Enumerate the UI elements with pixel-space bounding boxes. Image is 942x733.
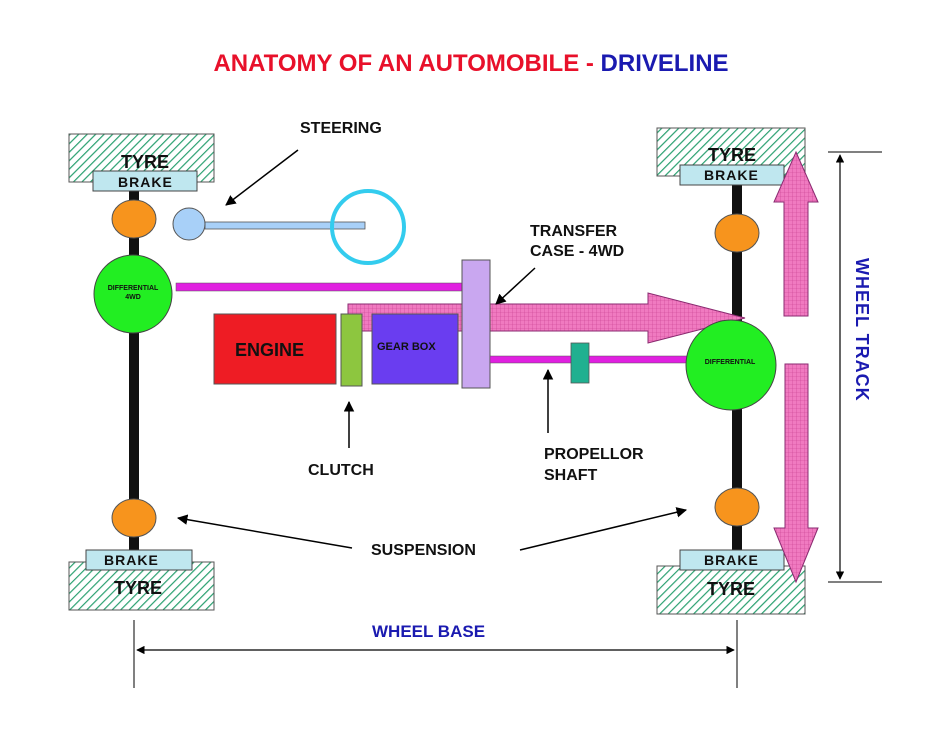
brake-rear-left xyxy=(85,549,193,571)
suspension-front-left xyxy=(111,199,157,239)
page-title: ANATOMY OF AN AUTOMOBILE - DRIVELINE xyxy=(0,52,942,76)
tyre-rear-left-label: TYRE xyxy=(114,578,163,598)
suspension-label: SUSPENSION xyxy=(371,542,476,559)
brake-front-right xyxy=(679,164,785,186)
differential-front-4wd xyxy=(93,254,173,334)
wheel-base-label: WHEEL BASE xyxy=(372,622,486,641)
tyre-front-left-label: TYRE xyxy=(121,152,170,172)
suspension-rear-left xyxy=(111,498,157,538)
steering-wheel xyxy=(330,189,406,265)
wheel-track-arrow-down xyxy=(773,363,819,584)
brake-front-left-label: BRAKE xyxy=(118,174,173,190)
engine-block xyxy=(213,313,337,385)
suspension-front-right xyxy=(714,213,760,253)
brake-rear-right-label: BRAKE xyxy=(704,552,759,568)
gear-box-label: GEAR BOX xyxy=(377,341,436,353)
propeller-joint xyxy=(570,342,590,384)
suspension-leader-arrow-right xyxy=(519,507,688,551)
transfer-leader-arrow xyxy=(495,267,536,305)
clutch-block xyxy=(340,313,363,387)
brake-rear-left-label: BRAKE xyxy=(104,552,159,568)
differential-front-label-line1: DIFFERENTIAL xyxy=(107,285,159,292)
title-part-blue: DRIVELINE xyxy=(600,50,729,77)
suspension-rear-right xyxy=(714,487,760,527)
left-axle xyxy=(129,178,139,566)
wheel-track-label: WHEEL TRACK xyxy=(852,258,872,402)
propellor-label-line1: PROPELLOR xyxy=(544,446,644,463)
transfer-label-line2: CASE - 4WD xyxy=(530,243,625,260)
brake-front-left xyxy=(92,170,198,192)
suspension-leader-arrow-left xyxy=(176,514,353,549)
brake-front-right-label: BRAKE xyxy=(704,167,759,183)
wheel-track-arrow-up xyxy=(773,150,819,317)
clutch-label: CLUTCH xyxy=(308,462,374,479)
transfer-case xyxy=(461,259,491,389)
brake-rear-right xyxy=(679,549,785,571)
steering-rod xyxy=(204,221,366,230)
steering-label: STEERING xyxy=(300,120,382,137)
propeller-shaft xyxy=(489,355,721,364)
gear-box-block xyxy=(371,313,459,385)
transfer-label-line1: TRANSFER xyxy=(530,223,618,240)
steering-ball xyxy=(172,207,206,241)
steering-leader-arrow xyxy=(225,149,299,206)
differential-front-label-line2: 4WD xyxy=(125,294,141,301)
tyre-rear-right-label: TYRE xyxy=(707,579,756,599)
propellor-label-line2: SHAFT xyxy=(544,467,598,484)
title-part-red: ANATOMY OF AN AUTOMOBILE - xyxy=(213,50,601,77)
engine-label: ENGINE xyxy=(235,340,305,360)
differential-rear xyxy=(685,319,777,411)
differential-rear-label: DIFFERENTIAL xyxy=(704,359,756,366)
front-drive-shaft xyxy=(175,282,465,292)
tyre-front-right-label: TYRE xyxy=(708,145,757,165)
